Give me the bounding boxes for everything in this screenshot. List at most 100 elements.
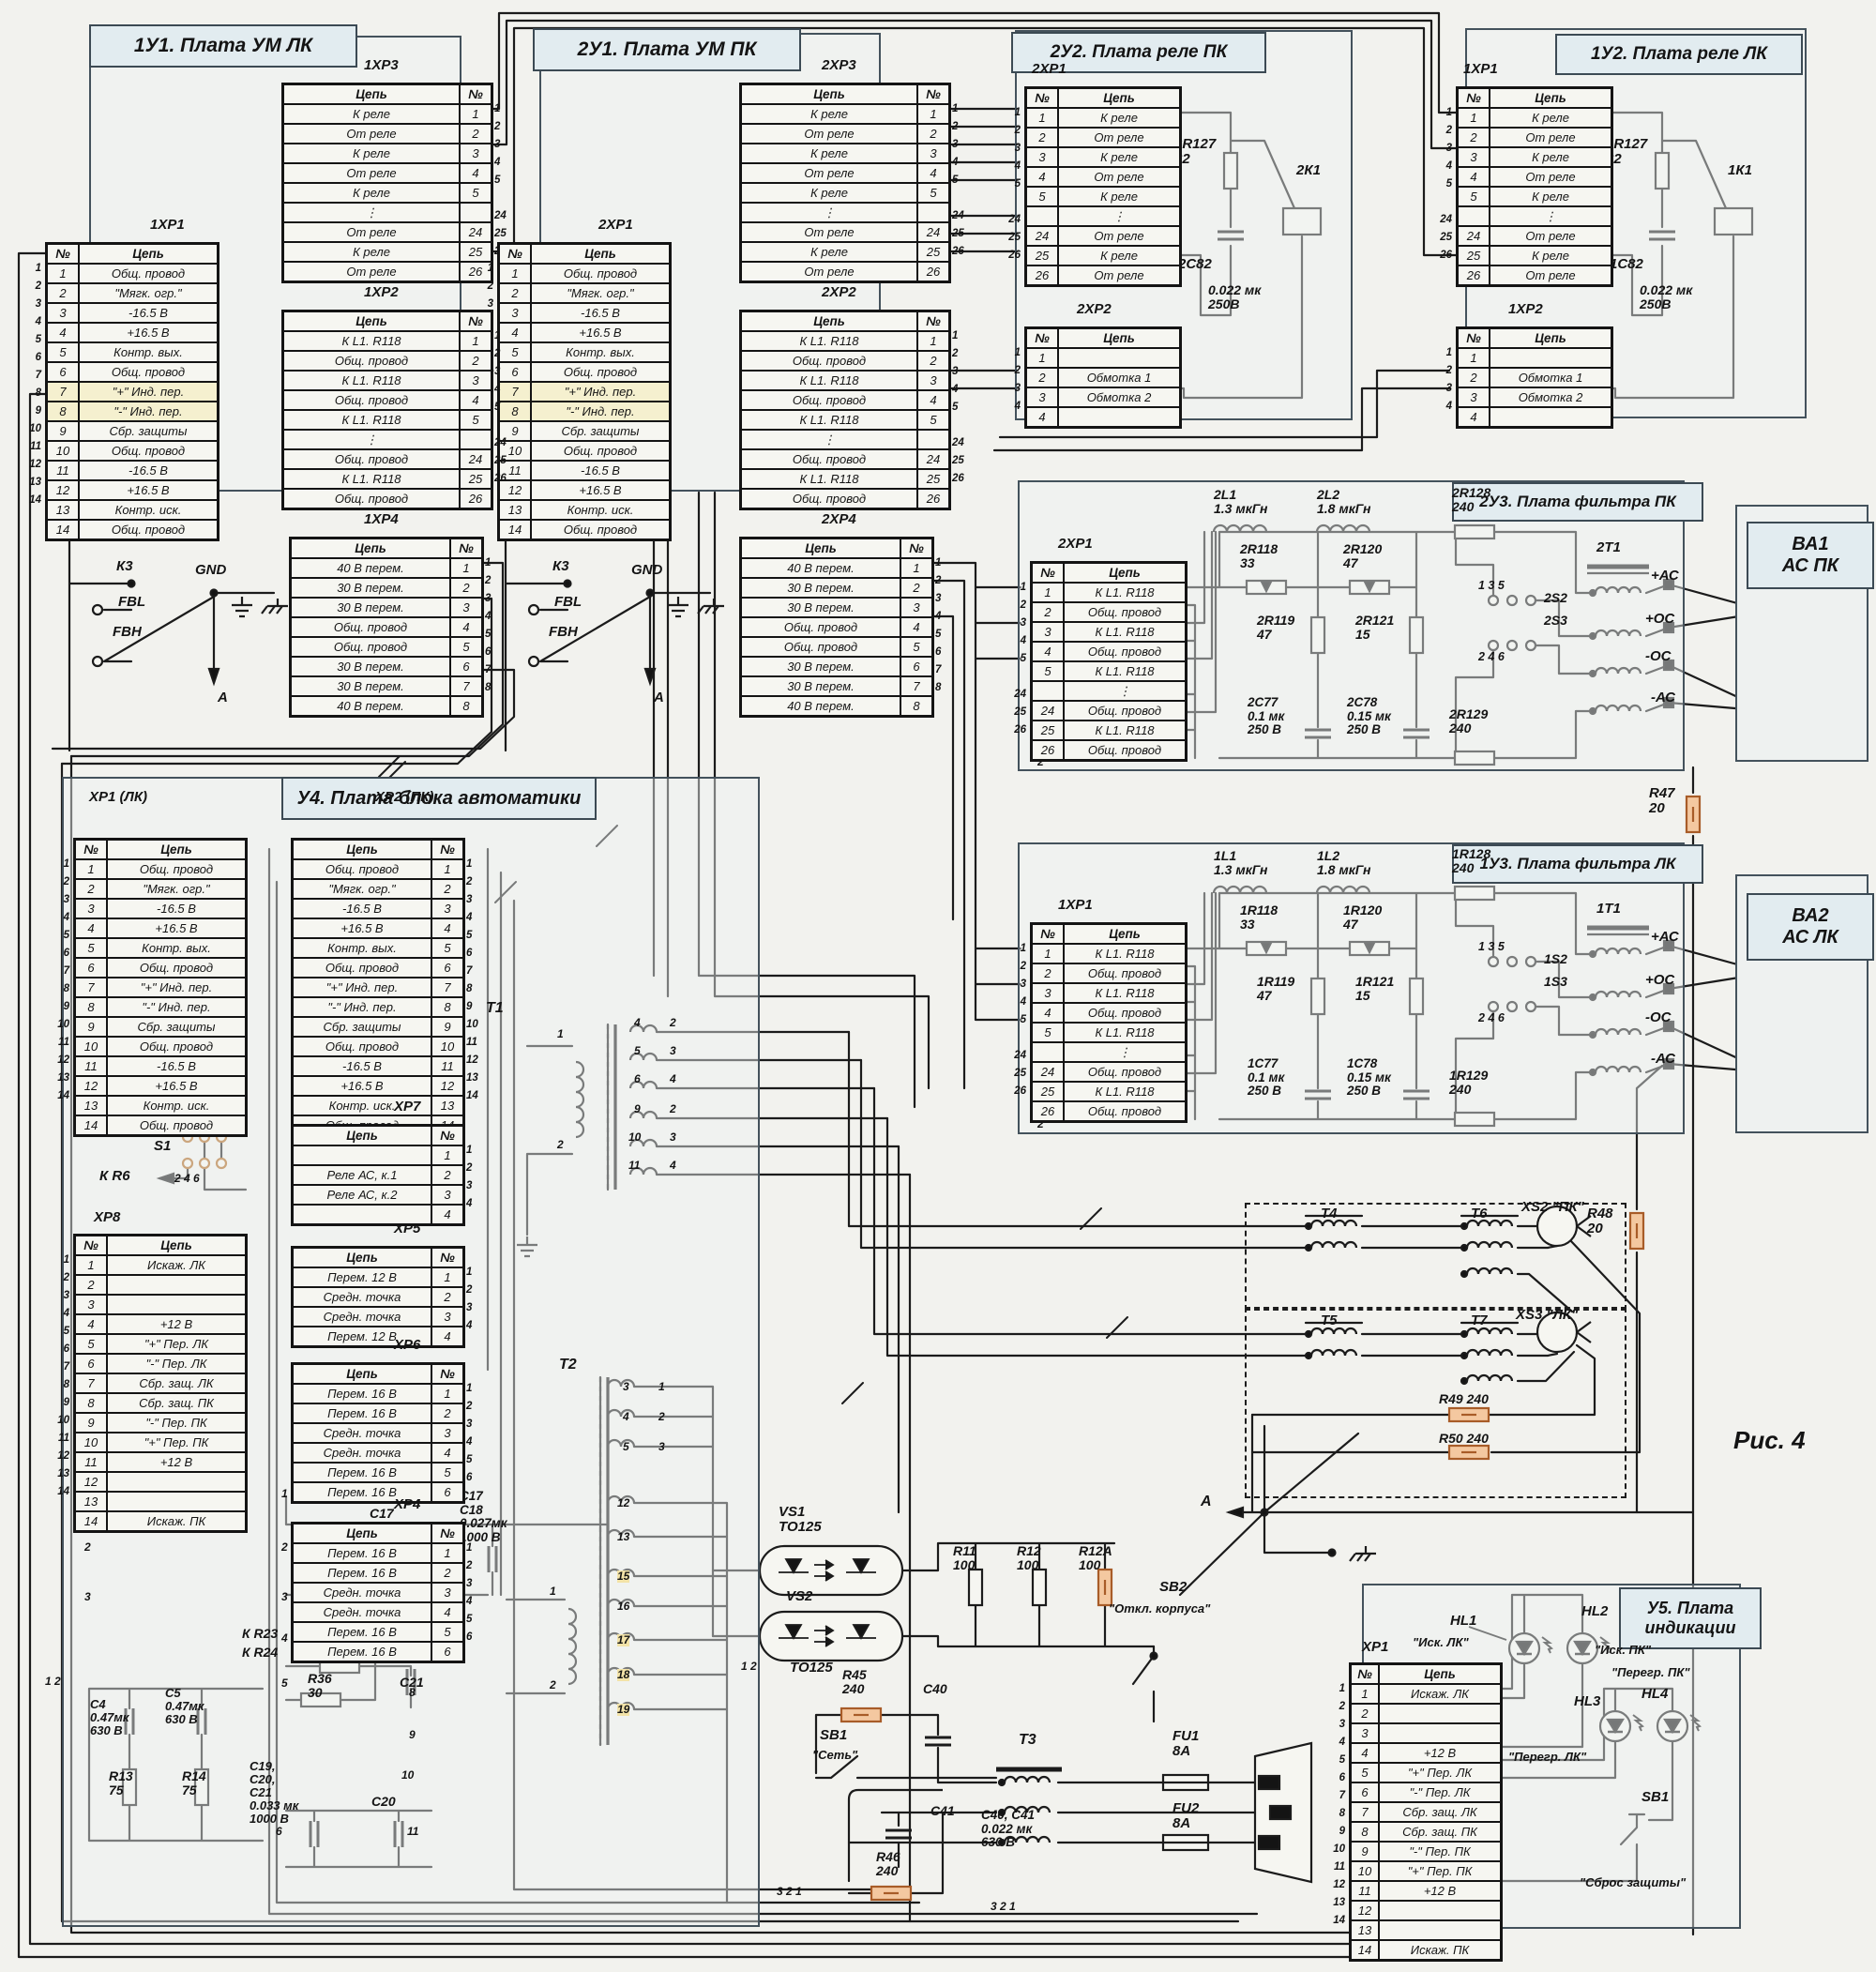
title-1u2: 1У2. Плата реле ЛК [1555, 34, 1803, 75]
connector-label-t-xp4: ХР4 [394, 1496, 421, 1512]
table-cell: 3 [450, 598, 482, 617]
table-cell: +12 В [107, 1452, 246, 1472]
pins-2s-even: 2 4 6 [1478, 650, 1505, 663]
table-cell: Общ. провод [1064, 740, 1186, 760]
pins-2s-odd: 1 3 5 [1478, 579, 1505, 592]
pin-t-1xp1um-14: 14 [29, 494, 41, 506]
table-cell: Контр. вых. [107, 938, 246, 958]
pin-t-u5xp1-13: 13 [1333, 1897, 1345, 1908]
table-cell: 5 [499, 342, 531, 362]
pin-t-1xp3-5: 5 [494, 174, 501, 186]
pin-t-1xp1um-9: 9 [35, 405, 41, 417]
pin-t-1xp2-1: 1 [494, 330, 501, 341]
ref-1r119: 1R119 47 [1257, 974, 1295, 1004]
table-cell: 1 [431, 1543, 463, 1563]
t1-o4b: 4 [670, 1159, 676, 1172]
table-cell: 2 [917, 124, 949, 144]
val-c40c41: С40, С41 0.022 мк 630 В [981, 1808, 1036, 1850]
pin-t-u4xp2-12: 12 [466, 1054, 478, 1066]
pin-t-2xp4-6: 6 [935, 646, 942, 658]
table-cell: 11 [75, 1452, 107, 1472]
table-cell: 3 [75, 899, 107, 918]
node-vs12: 1 2 [741, 1660, 757, 1673]
table-cell: От реле [1490, 167, 1611, 187]
pin-t-2xp3-25: 25 [952, 228, 964, 239]
table-cell: Перем. 12 В [293, 1267, 431, 1287]
table-cell: Средн. точка [293, 1583, 431, 1602]
ref-1r121: 1R121 15 [1355, 974, 1395, 1004]
ref-r13: R13 75 [109, 1768, 133, 1798]
lbl-fbh-2: FBH [549, 624, 578, 640]
table-cell: "+" Пер. ЛК [1379, 1763, 1501, 1782]
table-cell: Общ. провод [293, 958, 431, 978]
figure-caption: Рис. 4 [1733, 1426, 1806, 1454]
table-cell: Цепь [283, 311, 460, 331]
table-cell: От реле [741, 163, 917, 183]
table-cell: 12 [75, 1076, 107, 1096]
pin-t-u4xp1-4: 4 [63, 912, 69, 923]
table-cell: 26 [1026, 265, 1058, 285]
pin-t-u4xp1-10: 10 [57, 1019, 69, 1030]
pins-1s-odd: 1 3 5 [1478, 940, 1505, 953]
table-cell: +16.5 В [79, 480, 218, 500]
table-cell: 12 [499, 480, 531, 500]
table-cell: 7 [75, 978, 107, 997]
table-cell: 30 В перем. [291, 676, 450, 696]
table-cell: Общ. провод [531, 264, 670, 283]
table-cell: 14 [75, 1115, 107, 1135]
lbl-a-2: А [654, 690, 664, 705]
table-cell: 30 В перем. [741, 598, 900, 617]
connector-label-t-r2xp1: 2ХР1 [1032, 61, 1067, 77]
table-cell: Общ. провод [291, 637, 450, 657]
table-cell: Общ. провод [741, 489, 917, 508]
table-cell: 2 [1032, 602, 1064, 622]
table-cell: 2 [1032, 963, 1064, 983]
table-cell: Обмотка 1 [1058, 368, 1180, 387]
ref-1r129: 1R129 240 [1449, 1068, 1489, 1098]
val-vs2: ТО125 [790, 1660, 833, 1676]
table-cell: Средн. точка [293, 1307, 431, 1327]
lbl-u5sb1: "Сброс защиты" [1580, 1875, 1687, 1889]
t1-o3: 3 [670, 1044, 676, 1057]
table-cell: Общ. провод [293, 1037, 431, 1056]
table-cell: Общ. провод [531, 362, 670, 382]
table-cell: 3 [431, 1185, 463, 1205]
t1-o2: 2 [670, 1016, 676, 1029]
table-cell: 14 [75, 1511, 107, 1531]
pin-t-r2xp1-26: 26 [1008, 250, 1021, 261]
ref-u5sb1: SB1 [1642, 1789, 1670, 1805]
table-cell: 4 [1032, 1003, 1064, 1023]
table-cell: 11 [431, 1056, 463, 1076]
dash-lk [1245, 1307, 1626, 1498]
title-1u3: 1У3. Плата фильтра ЛК [1452, 844, 1703, 884]
table-cell: 5 [47, 342, 79, 362]
table-cell: Общ. провод [531, 441, 670, 461]
table-cell: 3 [1032, 622, 1064, 642]
pin-t-u4xp2-9: 9 [466, 1001, 473, 1012]
pin-t-u5xp1-1: 1 [1339, 1683, 1345, 1694]
t2-o1: 1 [658, 1380, 665, 1393]
ref-1r128: 1R128 240 [1452, 846, 1491, 876]
table-cell: К реле [283, 144, 460, 163]
table-cell: № [431, 1364, 463, 1384]
table-cell: Контр. вых. [79, 342, 218, 362]
table-cell: 9 [75, 1017, 107, 1037]
pin-t-u4xp2-8: 8 [466, 983, 473, 994]
table-cell: 13 [499, 500, 531, 520]
table-cell: Цепь [293, 1524, 431, 1543]
node-12: 1 2 [45, 1675, 61, 1688]
table-cell: К реле [1490, 187, 1611, 206]
pin-t-u5xp1-7: 7 [1339, 1790, 1345, 1801]
ref-r48: R48 20 [1587, 1206, 1613, 1237]
pin-t-f1xp1-2: 2 [1020, 961, 1026, 972]
table-cell: От реле [1058, 226, 1180, 246]
pin-t-f2xp1-25: 25 [1014, 706, 1026, 718]
ref-2r129: 2R129 240 [1449, 706, 1489, 736]
table-cell: 1 [460, 331, 492, 351]
pin-t-xp7-2: 2 [466, 1162, 473, 1174]
